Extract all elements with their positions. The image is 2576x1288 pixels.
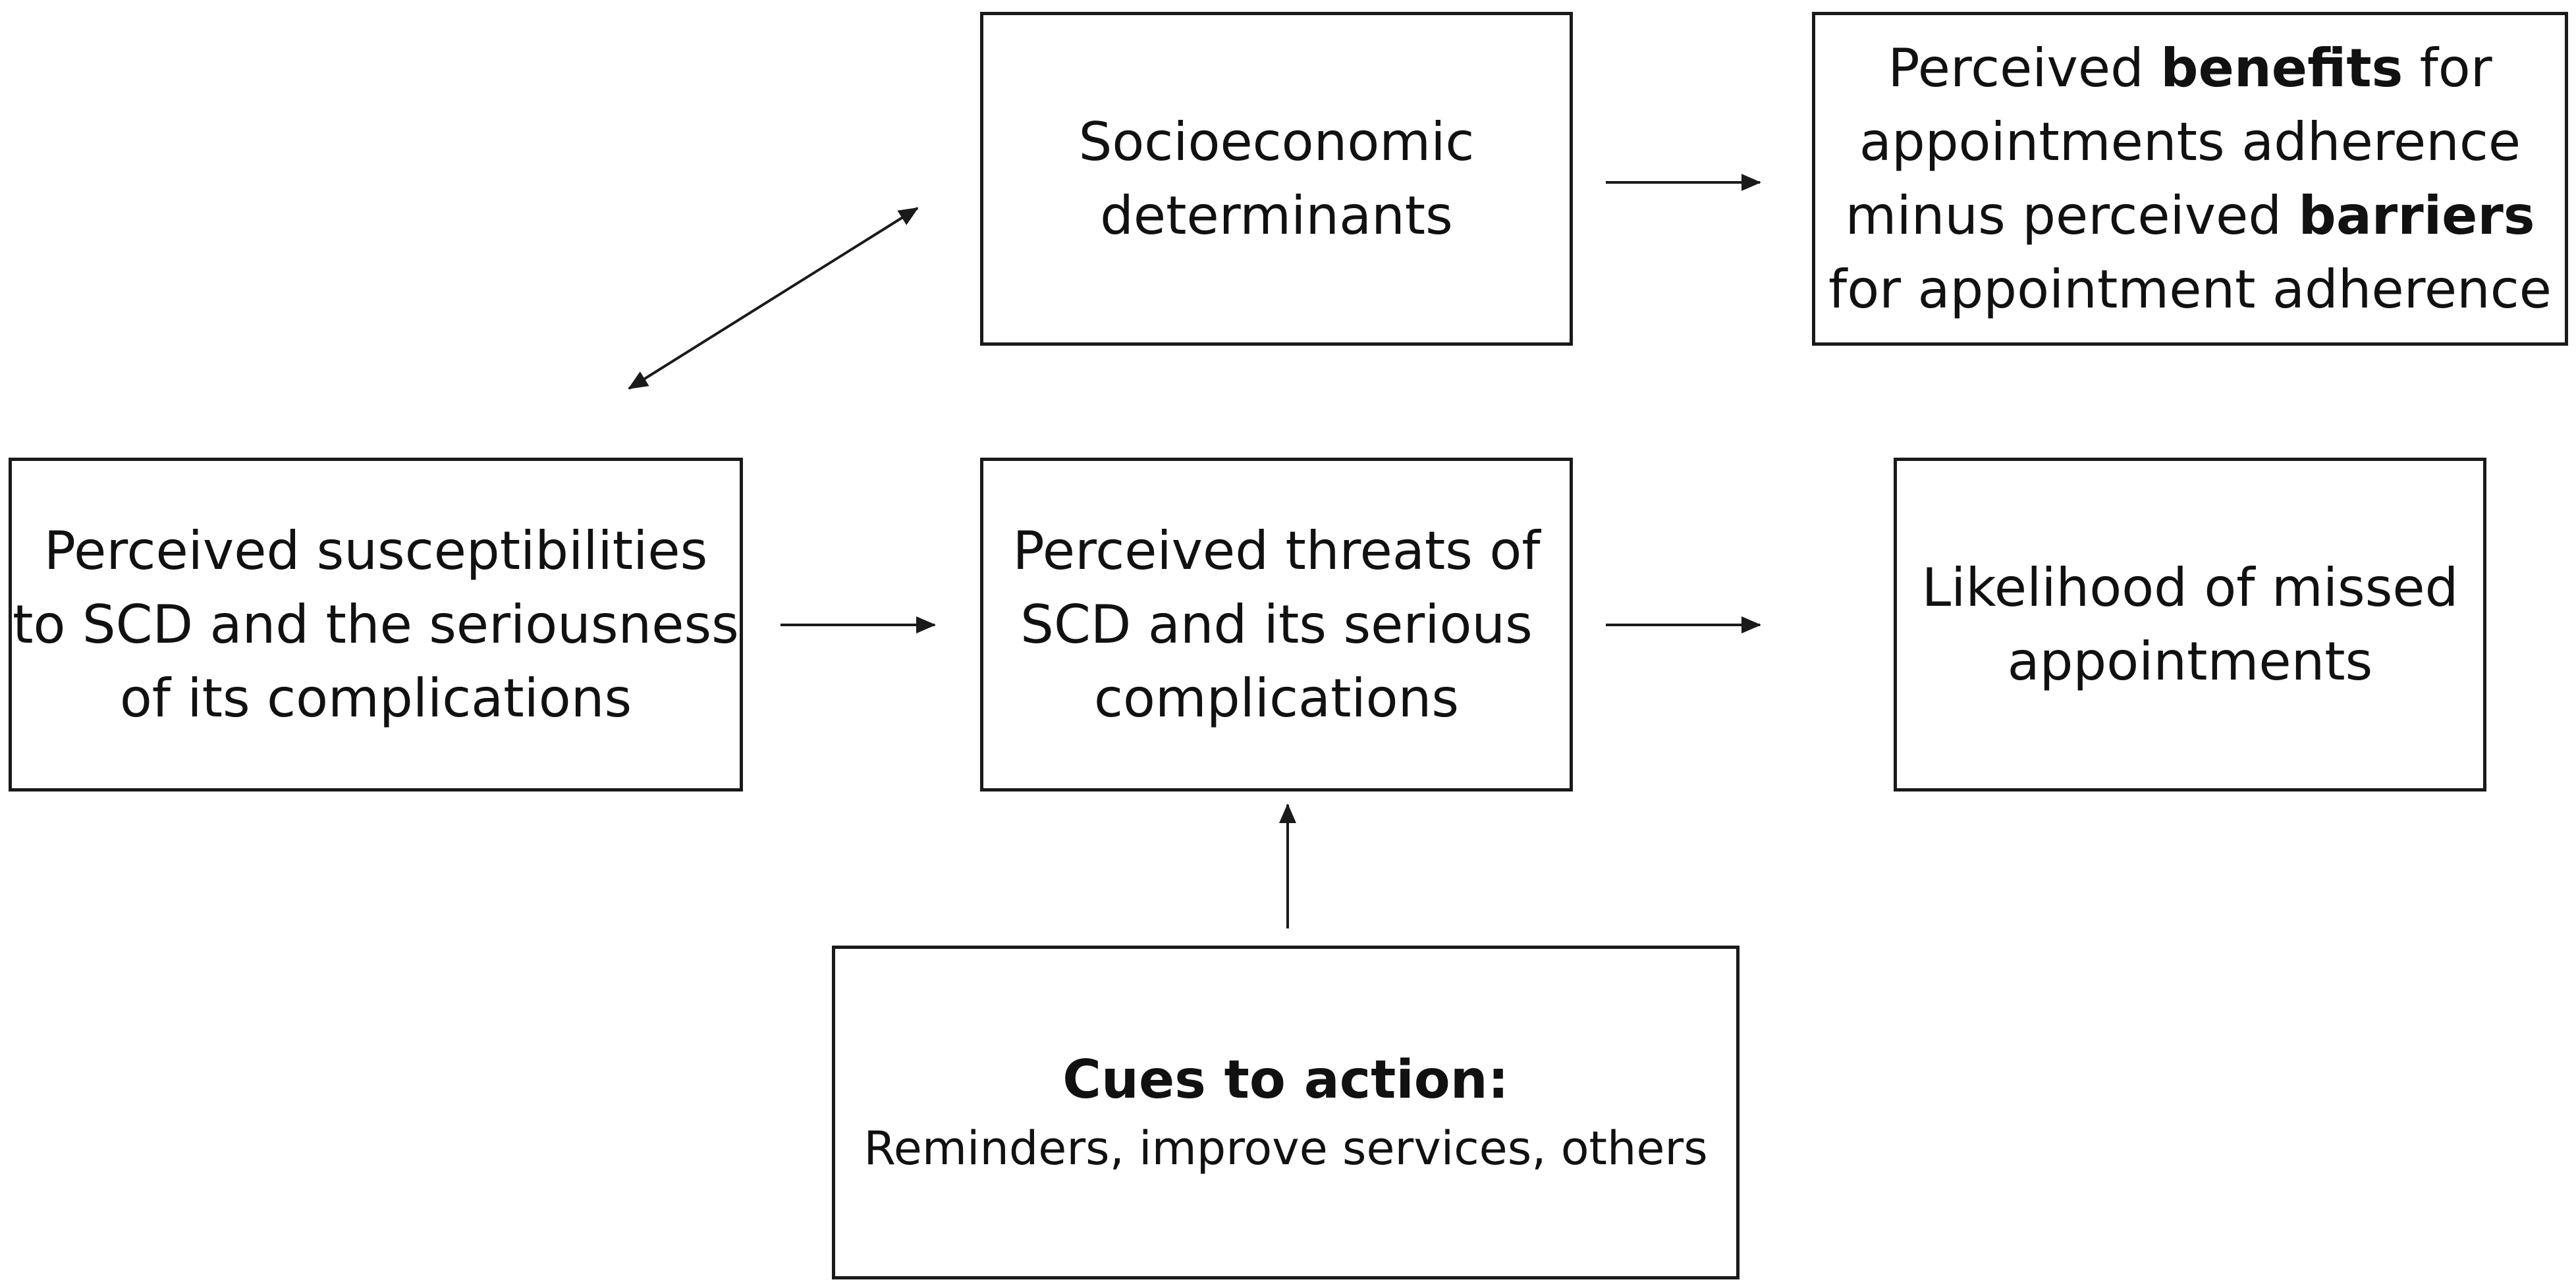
benefits-line-1-suffix: for bbox=[2403, 37, 2492, 99]
benefits-line-3-prefix: minus perceived bbox=[1845, 184, 2299, 246]
susceptibilities-line-2: to SCD and the seriousness bbox=[13, 593, 739, 655]
socioeconomic-determinants-box: Socioeconomic determinants bbox=[980, 12, 1573, 346]
threats-line-2: SCD and its serious bbox=[1020, 593, 1533, 655]
arrow-susceptibilities-socio-bidirectional bbox=[628, 207, 919, 390]
likelihood-missed-appointments-box: Likelihood of missed appointments bbox=[1894, 458, 2486, 792]
likelihood-missed-appointments-text: Likelihood of missed appointments bbox=[1922, 551, 2459, 699]
socioeconomic-line-2: determinants bbox=[1100, 184, 1453, 246]
benefits-line-4: for appointment adherence bbox=[1828, 258, 2552, 320]
cues-to-action-subtitle: Reminders, improve services, others bbox=[863, 1121, 1708, 1175]
benefits-line-1-prefix: Perceived bbox=[1888, 37, 2161, 99]
perceived-benefits-barriers-text: Perceived benefits for appointments adhe… bbox=[1828, 32, 2552, 327]
benefits-line-1: Perceived benefits for bbox=[1828, 32, 2552, 105]
susceptibilities-line-3: of its complications bbox=[119, 667, 632, 729]
benefits-keyword: benefits bbox=[2160, 37, 2403, 99]
threats-line-3: complications bbox=[1093, 667, 1459, 729]
benefits-line-3: minus perceived barriers bbox=[1828, 179, 2552, 253]
perceived-susceptibilities-text: Perceived susceptibilities to SCD and th… bbox=[13, 514, 739, 736]
benefits-line-2: appointments adherence bbox=[1859, 111, 2521, 173]
perceived-benefits-barriers-box: Perceived benefits for appointments adhe… bbox=[1812, 12, 2568, 346]
socioeconomic-line-1: Socioeconomic bbox=[1078, 111, 1475, 173]
perceived-susceptibilities-box: Perceived susceptibilities to SCD and th… bbox=[9, 458, 743, 792]
socioeconomic-determinants-text: Socioeconomic determinants bbox=[1079, 105, 1475, 253]
cues-to-action-title: Cues to action: bbox=[1062, 1048, 1509, 1110]
susceptibilities-line-1: Perceived susceptibilities bbox=[43, 520, 708, 581]
perceived-threats-box: Perceived threats of SCD and its serious… bbox=[980, 458, 1573, 792]
barriers-keyword: barriers bbox=[2298, 184, 2535, 246]
perceived-threats-text: Perceived threats of SCD and its serious… bbox=[1013, 514, 1541, 736]
threats-line-1: Perceived threats of bbox=[1012, 520, 1541, 581]
likelihood-line-1: Likelihood of missed bbox=[1921, 556, 2459, 618]
likelihood-line-2: appointments bbox=[2007, 630, 2373, 692]
cues-to-action-box: Cues to action: Reminders, improve servi… bbox=[832, 946, 1740, 1279]
